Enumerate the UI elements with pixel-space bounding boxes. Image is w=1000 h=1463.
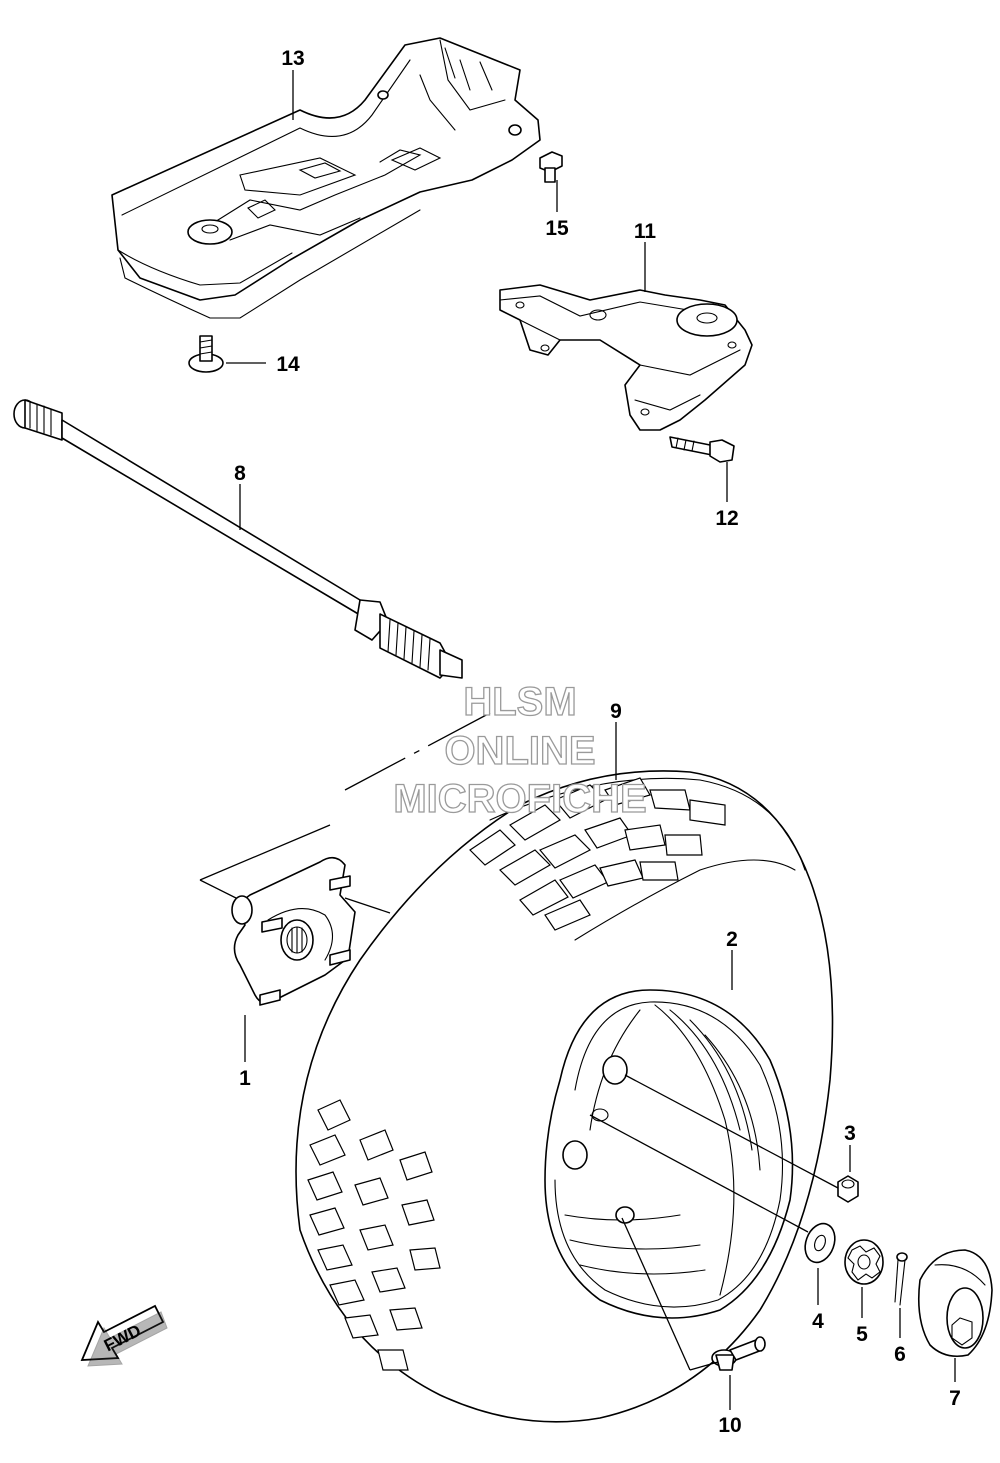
tire-tread-left	[307, 1099, 441, 1371]
callout-9: 9	[610, 700, 622, 723]
part-12-bolt[interactable]	[669, 436, 735, 463]
watermark: HLSM ONLINE MICROFICHE	[393, 679, 648, 821]
part-7-hub-cap[interactable]	[917, 1249, 993, 1358]
callout-8: 8	[234, 462, 246, 485]
fwd-arrow-icon: FWD	[80, 1304, 168, 1367]
watermark-line-3: MICROFICHE	[393, 777, 646, 821]
watermark-line-2: ONLINE	[444, 729, 595, 773]
callout-10: 10	[718, 1414, 741, 1437]
part-3-nut[interactable]	[837, 1175, 859, 1203]
part-13-skid-plate[interactable]	[111, 37, 541, 319]
part-2-rim[interactable]	[544, 989, 794, 1319]
part-14-bolt[interactable]	[188, 335, 224, 373]
part-4-washer[interactable]	[800, 1219, 840, 1266]
watermark-line-1: HLSM	[463, 680, 576, 724]
part-5-castle-nut[interactable]	[844, 1239, 884, 1285]
tire-tread-top	[469, 777, 726, 931]
part-6-cotter-pin[interactable]	[894, 1252, 908, 1306]
part-1-hub[interactable]	[231, 856, 356, 1006]
part-11-bracket[interactable]	[499, 284, 753, 431]
callout-15: 15	[545, 217, 569, 240]
callout-3: 3	[844, 1122, 856, 1145]
callout-13: 13	[281, 47, 304, 70]
callout-4: 4	[812, 1310, 824, 1333]
part-15-bolt[interactable]	[539, 151, 563, 183]
callout-1: 1	[239, 1067, 251, 1090]
callout-2: 2	[726, 928, 738, 951]
callout-11: 11	[634, 220, 657, 243]
callout-14: 14	[276, 353, 300, 376]
part-8-axle-shaft[interactable]	[13, 399, 463, 679]
part-10-valve-stem[interactable]	[711, 1336, 766, 1371]
callout-5: 5	[856, 1323, 868, 1346]
callout-12: 12	[715, 507, 738, 530]
callout-6: 6	[894, 1343, 906, 1366]
callout-7: 7	[949, 1387, 961, 1410]
